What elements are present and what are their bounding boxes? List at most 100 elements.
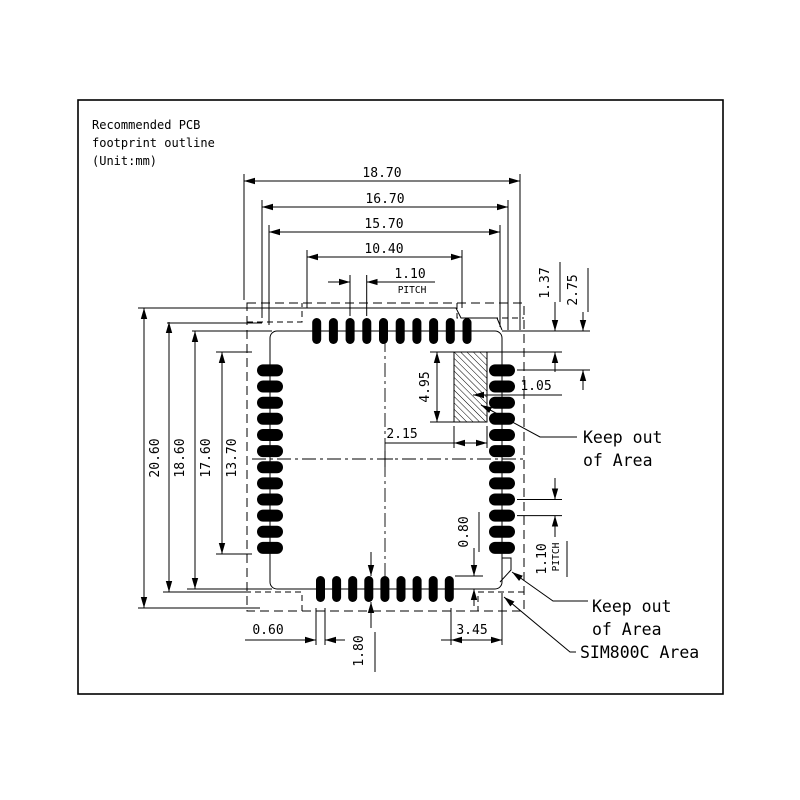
pad: [380, 576, 390, 602]
dim-keepout-height: 4.95: [418, 351, 454, 423]
dim-pitch-right: 1.10 PITCH: [517, 478, 568, 577]
pad: [364, 576, 374, 602]
dim-text: 1.37: [538, 267, 553, 298]
pad: [257, 445, 283, 458]
pad: [489, 429, 515, 441]
dim-text: 17.60: [199, 438, 214, 477]
pad: [444, 576, 454, 602]
pad: [345, 318, 355, 344]
dim-width-outer: 18.70: [243, 166, 521, 330]
pad: [489, 380, 515, 393]
dim-text: 1.80: [352, 635, 367, 666]
pad: [428, 576, 438, 602]
pad-column-left: [257, 364, 283, 554]
pad: [489, 461, 515, 474]
dim-pad-gap: 0.80: [455, 512, 483, 606]
dim-text: 0.60: [252, 623, 283, 638]
dim-pad-width: 0.60: [245, 608, 345, 645]
pad: [489, 396, 515, 409]
title-line-3: (Unit:mm): [92, 154, 157, 168]
pad: [429, 318, 439, 344]
keepout-hatch-area: [453, 351, 488, 423]
dim-width-mid: 16.70: [261, 192, 509, 330]
pad: [362, 318, 372, 344]
dim-text: 15.70: [364, 217, 403, 232]
pad: [332, 576, 342, 602]
dim-text: 0.80: [457, 516, 472, 547]
pad: [257, 461, 283, 474]
center-cross: [377, 451, 393, 467]
pad: [257, 412, 283, 425]
pad: [396, 576, 406, 602]
dim-pitch-top: 1.10 PITCH: [328, 267, 435, 316]
pad: [412, 576, 422, 602]
pad: [328, 318, 338, 344]
pad: [257, 380, 283, 393]
dim-text: 2.15: [386, 427, 417, 442]
dim-width-inner: 15.70: [268, 217, 501, 327]
corner-step-bottom-right: [499, 550, 512, 583]
pad: [395, 318, 405, 344]
keepout-label-line2: of Area: [592, 620, 662, 639]
dim-height-inner: 17.60: [191, 331, 214, 589]
dim-text: 2.75: [566, 274, 581, 305]
dim-text: 18.70: [362, 166, 401, 181]
leader-keepout-hatch: Keep out of Area: [480, 404, 662, 470]
dim-text: 1.10: [535, 543, 550, 574]
pad: [348, 576, 358, 602]
dim-text: 20.60: [148, 438, 163, 477]
keepout-label-line1: Keep out: [592, 597, 671, 616]
dim-height-outer: 20.60: [140, 308, 163, 608]
leader-keepout-corner: Keep out of Area: [511, 571, 671, 639]
pad: [257, 396, 283, 409]
title-line-1: Recommended PCB: [92, 118, 200, 132]
dim-text: 13.70: [225, 438, 240, 477]
leader-module-area: SIM800C Area: [503, 596, 699, 662]
pad: [489, 412, 515, 425]
pad-row-bottom: [316, 576, 454, 602]
module-outline-dashed: [246, 302, 525, 612]
pad: [445, 318, 455, 344]
pad: [489, 541, 515, 554]
dim-text: 18.60: [173, 438, 188, 477]
centerlines: [252, 338, 524, 582]
dim-height-mid: 18.60: [165, 322, 188, 592]
dim-corner-span: 3.45: [441, 593, 503, 645]
pad: [257, 509, 283, 522]
dim-text: 1.10: [394, 267, 425, 282]
dim-text: 3.45: [456, 623, 487, 638]
dim-pad-col-span: 13.70: [216, 351, 252, 555]
pad: [257, 525, 283, 538]
pad: [379, 318, 388, 344]
dim-text: 10.40: [364, 242, 403, 257]
drawing-border: [77, 99, 724, 695]
pad: [462, 318, 472, 344]
pad: [489, 525, 515, 538]
dim-text: 4.95: [418, 371, 433, 402]
title-block: Recommended PCB footprint outline (Unit:…: [92, 118, 215, 168]
dim-edge-to-pad: 2.75: [517, 268, 590, 390]
dim-edge-to-keepout: 1.37: [487, 262, 562, 372]
dim-keepout-width: 2.15: [385, 426, 488, 448]
pad: [312, 318, 322, 344]
pad: [257, 429, 283, 441]
pad: [489, 364, 515, 377]
pad-row-top: [312, 318, 472, 344]
pad: [489, 509, 515, 522]
keepout-label-line1: Keep out: [583, 428, 662, 447]
dim-text: 1.05: [520, 379, 551, 394]
pad: [316, 576, 325, 602]
pad: [489, 493, 515, 506]
pad: [257, 493, 283, 506]
pad: [489, 445, 515, 458]
module-area-label: SIM800C Area: [580, 643, 699, 662]
keepout-label-line2: of Area: [583, 451, 653, 470]
pad: [257, 477, 283, 490]
pad-column-right: [489, 364, 515, 554]
pad: [412, 318, 422, 344]
dim-pitch-label: PITCH: [551, 542, 562, 571]
pad: [257, 541, 283, 554]
dim-pad-length: 1.80: [352, 552, 376, 672]
